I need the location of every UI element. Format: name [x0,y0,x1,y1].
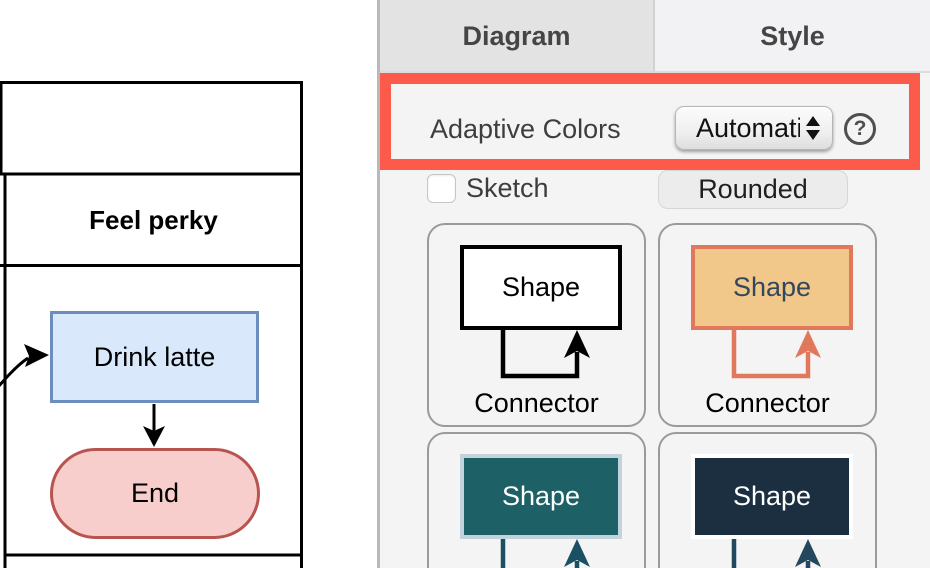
style-card-shape-preview: Shape [460,245,622,330]
tab-hairline [380,71,930,73]
style-card-tan[interactable]: Shape Connector [658,223,877,427]
style-card-navy[interactable]: Shape Connector [658,432,877,568]
style-card-connector-preview [500,330,590,379]
diagram-canvas[interactable]: Feel perky Drink latte End [0,0,378,568]
tab-diagram[interactable]: Diagram [380,0,655,72]
style-card-default[interactable]: Shape Connector [427,223,646,427]
style-card-connector-preview [500,539,590,568]
lane-title[interactable]: Feel perky [89,204,218,235]
tab-style[interactable]: Style [655,0,930,72]
style-card-connector-preview [731,330,821,379]
panel-divider [377,0,380,568]
select-arrows-icon [806,116,820,140]
style-card-teal[interactable]: Shape Connector [427,432,646,568]
edge-task-to-end[interactable] [143,404,165,447]
adaptive-colors-select[interactable]: Automatic [675,106,833,150]
swimlane-pool[interactable] [0,81,303,568]
task-node[interactable]: Drink latte [50,311,259,403]
adaptive-colors-label: Adaptive Colors [430,114,621,144]
sketch-label[interactable]: Sketch [466,173,549,203]
swimlane-and-edges [0,81,303,568]
format-panel: Diagram Style Adaptive Colors Automatic … [380,0,930,568]
style-card-connector-label: Connector [474,388,599,418]
end-node[interactable]: End [50,448,260,539]
style-card-shape-preview: Shape [691,245,853,330]
style-card-connector-preview [731,539,821,568]
help-icon[interactable]: ? [844,113,876,145]
style-card-connector-label: Connector [705,388,830,418]
rounded-button[interactable]: Rounded [658,170,848,209]
edge-into-task[interactable] [0,344,49,394]
adaptive-colors-value: Automatic [696,112,800,143]
style-card-shape-preview: Shape [691,454,853,539]
style-card-shape-preview: Shape [460,454,622,539]
sketch-checkbox[interactable] [427,174,456,203]
